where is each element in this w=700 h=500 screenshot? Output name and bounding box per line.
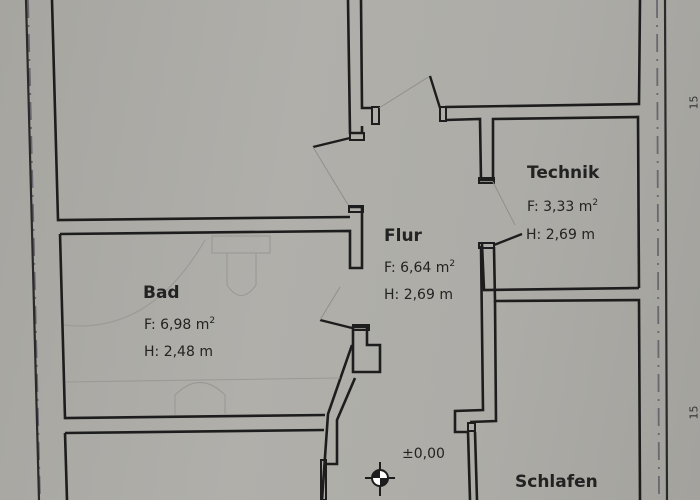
room-name-schlafen: Schlafen xyxy=(515,472,598,492)
height-unit: m xyxy=(439,287,453,303)
wall-partition-upper-left-b xyxy=(359,0,372,110)
technik-label-leader xyxy=(493,232,523,247)
room-height-bad: H: 2,48 m xyxy=(144,345,213,359)
door-jamb-flur-left xyxy=(348,205,364,213)
room-name-flur: Flur xyxy=(384,226,422,246)
wall-schlafen-left xyxy=(469,300,498,424)
toilet-bowl-icon xyxy=(226,253,257,297)
shower-curve-icon xyxy=(63,239,206,327)
height-value: 2,48 xyxy=(163,344,195,360)
area-unit: m xyxy=(578,199,593,215)
door-swing-upper xyxy=(378,75,431,109)
dimension-label-lower: 15 xyxy=(687,405,700,420)
wall-bottom-left-room-top xyxy=(64,428,325,435)
door-leaf-upper-left xyxy=(312,136,351,149)
door-jamb-upper xyxy=(371,106,380,125)
height-value: 2,69 xyxy=(545,227,577,243)
room-name-bad: Bad xyxy=(143,283,180,303)
basin-icon xyxy=(174,381,226,415)
wall-top-left-room xyxy=(50,0,351,222)
toilet-tank-icon xyxy=(211,235,271,254)
area-unit: m xyxy=(435,260,450,276)
height-label: H: xyxy=(144,344,160,360)
height-label: H: xyxy=(526,227,542,243)
wall-schlafen-door-right xyxy=(473,431,479,500)
area-label: F: xyxy=(384,260,396,276)
outer-edge-left xyxy=(24,0,41,500)
wall-bad-diagonal-right xyxy=(335,377,357,455)
door-leaf-upper-right xyxy=(428,75,442,109)
door-jamb-upper-left xyxy=(349,132,365,141)
door-jamb-schlafen xyxy=(467,422,476,432)
wall-bad-left-bottom xyxy=(58,233,326,420)
elevation-label: ±0,00 xyxy=(402,446,445,462)
room-name-technik: Technik xyxy=(527,163,600,183)
height-value: 2,69 xyxy=(403,287,435,303)
counter-line xyxy=(65,377,341,383)
wall-schlafen-door-left xyxy=(466,431,472,500)
outer-edge-right xyxy=(663,0,669,500)
height-unit: m xyxy=(581,227,595,243)
door-jamb-bad xyxy=(352,324,370,331)
axis-line-left xyxy=(27,0,41,500)
door-jamb-technik xyxy=(478,177,495,184)
wall-shaft-bad xyxy=(351,325,382,374)
door-leaf-bad xyxy=(319,318,353,330)
dimension-label-upper: 15 xyxy=(687,95,700,110)
area-exponent: 2 xyxy=(209,316,216,326)
door-jamb-technik-lower xyxy=(478,242,495,249)
wall-schlafen-top xyxy=(492,246,642,500)
room-height-technik: H: 2,69 m xyxy=(526,228,595,242)
area-label: F: xyxy=(527,199,539,215)
wall-technik-bottom xyxy=(480,243,640,292)
height-unit: m xyxy=(199,344,213,360)
room-height-flur: H: 2,69 m xyxy=(384,288,453,302)
wall-corridor-jog xyxy=(325,455,339,466)
door-swing-technik xyxy=(492,181,516,226)
area-value: 6,98 xyxy=(160,317,192,333)
level-datum-icon xyxy=(365,462,395,496)
area-exponent: 2 xyxy=(449,259,456,269)
area-unit: m xyxy=(195,317,210,333)
wall-flur-right xyxy=(453,245,485,434)
area-value: 3,33 xyxy=(543,199,575,215)
area-label: F: xyxy=(144,317,156,333)
door-swing-upper-left xyxy=(312,146,351,209)
room-area-bad: F: 6,98 m2 xyxy=(144,316,216,333)
wall-bottom-left-room-left xyxy=(63,432,69,500)
axis-line-right xyxy=(656,0,660,500)
room-area-technik: F: 3,33 m2 xyxy=(527,198,599,215)
area-exponent: 2 xyxy=(592,198,599,208)
room-area-flur: F: 6,64 m2 xyxy=(384,259,456,276)
wall-bad-diagonal-left xyxy=(320,344,354,500)
wall-corridor-bottom xyxy=(320,459,327,500)
area-value: 6,64 xyxy=(400,260,432,276)
door-swing-bad xyxy=(319,286,341,321)
door-jamb-upper-right xyxy=(439,106,447,122)
height-label: H: xyxy=(384,287,400,303)
wall-top-right-room xyxy=(444,0,642,109)
